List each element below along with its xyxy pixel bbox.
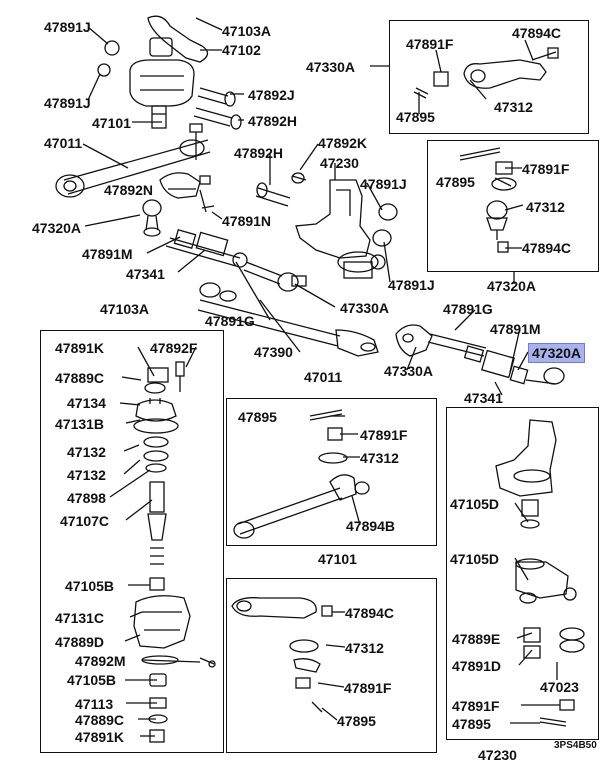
label-47101-top: 47101 xyxy=(92,115,131,131)
label-47891j-left: 47891J xyxy=(44,95,91,111)
label-inset2-title-47320a: 47320A xyxy=(487,278,537,294)
label-47113: 47113 xyxy=(75,696,114,712)
label-47320a-highlighted[interactable]: 47320A xyxy=(528,343,586,363)
label-box-47101-47891f: 47891F xyxy=(344,680,392,696)
label-47892h-right: 47892H xyxy=(248,113,298,129)
group-box-47101 xyxy=(226,578,437,753)
label-47320a-left: 47320A xyxy=(32,220,82,236)
label-47103a-top: 47103A xyxy=(222,23,272,39)
label-box-47101-47312: 47312 xyxy=(345,640,384,656)
label-47131c: 47131C xyxy=(55,610,105,626)
label-47892k: 47892K xyxy=(318,135,368,151)
label-47330a-right: 47330A xyxy=(384,363,434,379)
label-box-47011-47312: 47312 xyxy=(360,450,399,466)
label-inset-47895: 47895 xyxy=(396,109,435,125)
label-47330a-center: 47330A xyxy=(340,300,390,316)
label-inset2-47894c: 47894C xyxy=(522,240,572,256)
label-47103a-box-title: 47103A xyxy=(100,301,150,317)
label-47105d-a: 47105D xyxy=(450,496,500,512)
label-inset-47891f: 47891F xyxy=(406,36,454,52)
label-47889c-bottom: 47889C xyxy=(75,712,125,728)
group-box-47230 xyxy=(446,407,599,740)
label-box-47011-47891f: 47891F xyxy=(360,427,408,443)
label-inset-47330a-title: 47330A xyxy=(306,59,356,75)
group-box-47103a xyxy=(40,330,224,753)
label-box-47101-47895: 47895 xyxy=(337,713,376,729)
label-47891m-right: 47891M xyxy=(490,321,541,337)
group-box-47330a xyxy=(389,20,589,134)
label-47891j-top: 47891J xyxy=(44,19,91,35)
label-47891k-bottom: 47891K xyxy=(75,729,125,745)
label-47107c: 47107C xyxy=(60,513,110,529)
label-47891n: 47891N xyxy=(222,213,272,229)
label-47134: 47134 xyxy=(67,395,106,411)
label-47892h-center: 47892H xyxy=(234,145,284,161)
label-box-47011-47894b: 47894B xyxy=(346,518,396,534)
label-47011-top: 47011 xyxy=(44,135,83,151)
label-47889d: 47889D xyxy=(55,634,105,650)
label-47132-a: 47132 xyxy=(67,444,106,460)
label-47892m: 47892M xyxy=(75,653,126,669)
label-47889c-top: 47889C xyxy=(55,370,105,386)
label-47341-right: 47341 xyxy=(464,390,503,406)
label-47131b: 47131B xyxy=(55,416,105,432)
label-inset-47894c: 47894C xyxy=(512,25,562,41)
group-box-47320a xyxy=(427,140,599,272)
label-47341-left: 47341 xyxy=(126,266,165,282)
diagram-code: 3PS4B50 xyxy=(554,740,597,751)
group-box-47011 xyxy=(226,398,437,546)
label-47105b-b: 47105B xyxy=(67,672,117,688)
label-47891j-lower: 47891J xyxy=(388,277,435,293)
label-47891d: 47891D xyxy=(452,658,502,674)
label-box-47011-47895: 47895 xyxy=(238,409,277,425)
label-47898: 47898 xyxy=(67,490,106,506)
label-47011-box-title: 47011 xyxy=(304,369,343,385)
label-inset2-47891f: 47891F xyxy=(522,161,570,177)
label-inset-47312: 47312 xyxy=(494,99,533,115)
label-47891g-left: 47891G xyxy=(205,313,255,329)
label-47101-box-title: 47101 xyxy=(318,551,357,567)
label-47230-box-title: 47230 xyxy=(478,747,517,763)
label-47390: 47390 xyxy=(254,344,293,360)
label-inset2-47895: 47895 xyxy=(436,174,475,190)
label-47105d-b: 47105D xyxy=(450,551,500,567)
label-box-47230-47891f: 47891F xyxy=(452,698,500,714)
label-47892n: 47892N xyxy=(104,182,154,198)
label-47230-top: 47230 xyxy=(320,155,359,171)
label-47132-b: 47132 xyxy=(67,467,106,483)
label-47892j: 47892J xyxy=(248,87,295,103)
label-47891j-center: 47891J xyxy=(360,176,407,192)
label-47023: 47023 xyxy=(540,679,579,695)
label-47891k-top: 47891K xyxy=(55,340,105,356)
label-47892f: 47892F xyxy=(150,340,198,356)
label-47891m-left: 47891M xyxy=(82,246,133,262)
label-box-47230-47895: 47895 xyxy=(452,716,491,732)
label-inset2-47312: 47312 xyxy=(526,199,565,215)
label-box-47101-47894c: 47894C xyxy=(345,605,395,621)
label-47891g-right: 47891G xyxy=(443,301,493,317)
label-47102: 47102 xyxy=(222,42,261,58)
label-47105b-a: 47105B xyxy=(65,578,115,594)
label-47889e: 47889E xyxy=(452,631,501,647)
